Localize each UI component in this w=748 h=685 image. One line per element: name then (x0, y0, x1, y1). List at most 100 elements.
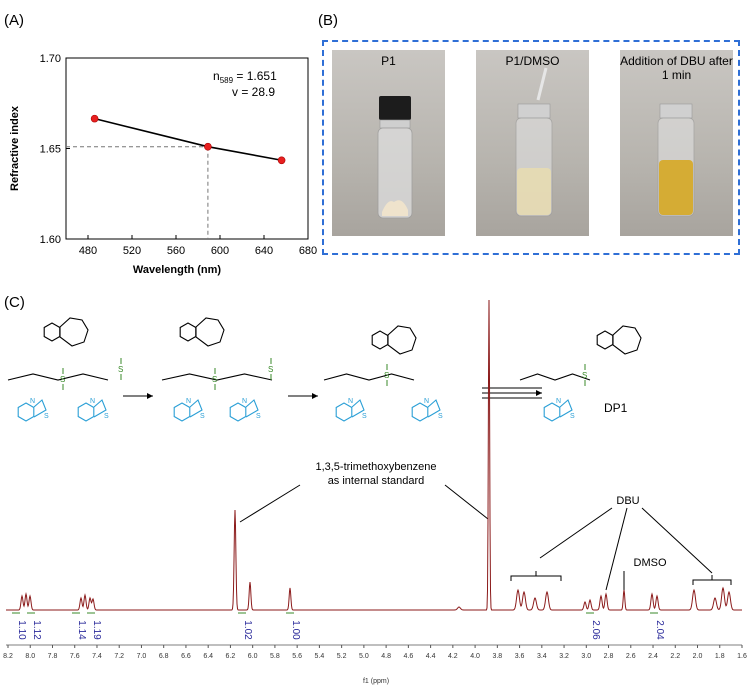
ppm-tick-label: 2.2 (670, 653, 680, 660)
polymer-backbone (7, 373, 109, 381)
sulfone-group: S (118, 365, 123, 374)
sulfone-group: S (384, 371, 389, 380)
thiazole-ring (559, 399, 573, 418)
ppm-tick-label: 3.2 (559, 653, 569, 660)
ppm-tick-label: 2.6 (626, 653, 636, 660)
ppm-tick-label: 4.0 (470, 653, 480, 660)
photo-dbu: Addition of DBU after 1 min (620, 50, 733, 236)
integral-value: 1.00 (290, 620, 301, 640)
abbe-number-annotation: v = 28.9 (232, 85, 275, 99)
ppm-tick-label: 4.6 (403, 653, 413, 660)
ppm-tick-label: 1.8 (715, 653, 725, 660)
ppm-tick-label: 5.8 (270, 653, 280, 660)
ppm-tick-label: 7.2 (114, 653, 124, 660)
thiazole-ring (93, 399, 107, 418)
nitrogen-atom: N (424, 398, 429, 405)
photo-p1: P1 (332, 50, 445, 236)
integral-value: 2.06 (590, 620, 601, 640)
integral-value: 1.14 (76, 620, 87, 640)
dbu-seven-ring (195, 317, 225, 347)
photo-label: Addition of DBU after 1 min (620, 54, 733, 82)
ppm-tick-label: 6.0 (248, 653, 258, 660)
x-tick-label: 560 (167, 245, 185, 257)
data-point (204, 142, 212, 151)
y-tick-label: 1.70 (40, 53, 61, 65)
ppm-tick-label: 8.2 (3, 653, 13, 660)
dbu-six-ring (596, 330, 614, 350)
y-tick-label: 1.65 (40, 144, 61, 156)
integral-value: 1.12 (31, 620, 42, 640)
photo-label: P1/DMSO (505, 54, 560, 68)
sulfone-group: S (582, 371, 587, 380)
sulfur-atom: S (256, 413, 261, 420)
series-line (94, 117, 282, 162)
x-tick-label: 600 (211, 245, 229, 257)
ppm-tick-label: 3.8 (492, 653, 502, 660)
dbu-six-ring (43, 322, 61, 342)
sulfur-atom: S (44, 413, 49, 420)
sulfur-atom: S (104, 413, 109, 420)
integral-value: 1.10 (16, 620, 27, 640)
integral-value: 1.19 (91, 620, 102, 640)
photo-label: P1 (381, 54, 396, 68)
nitrogen-atom: N (90, 398, 95, 405)
ppm-tick-label: 3.0 (581, 653, 591, 660)
ppm-tick-label: 2.0 (693, 653, 703, 660)
dbu-six-ring (179, 322, 197, 342)
nitrogen-atom: N (348, 398, 353, 405)
panel-label-b: (B) (318, 12, 338, 29)
ppm-tick-label: 4.4 (426, 653, 436, 660)
ppm-tick-label: 5.0 (359, 653, 369, 660)
vial-yellow-icon (657, 103, 695, 217)
annotation-lines (239, 484, 732, 591)
sulfur-atom: S (200, 413, 205, 420)
nitrogen-atom: N (186, 398, 191, 405)
photo-p1-dmso: P1/DMSO (476, 50, 589, 236)
nitrogen-atom: N (242, 398, 247, 405)
vial-capped-icon (377, 96, 413, 219)
integral-value: 2.04 (654, 620, 665, 640)
panel-label-c: (C) (4, 294, 25, 311)
polymer-backbone (161, 373, 273, 381)
y-axis-title: Refractive index (9, 105, 21, 191)
ppm-tick-label: 1.6 (737, 653, 747, 660)
thiazole-ring (189, 399, 203, 418)
ppm-tick-label: 2.8 (604, 653, 614, 660)
data-point (90, 114, 99, 123)
dbu-seven-ring (612, 325, 642, 355)
vial-open-icon (515, 67, 553, 217)
y-tick-label: 1.60 (40, 234, 61, 246)
product-label: DP1 (604, 401, 628, 415)
integral-labels: 1.10 1.12 1.14 1.19 1.02 1.00 2.06 2.04 (12, 612, 665, 640)
benzene-ring (411, 402, 429, 422)
standard-label-line1: 1,3,5-trimethoxybenzene (315, 461, 436, 473)
photo-panel: P1 P1/DMSO Addition of DBU after 1 min (322, 40, 740, 255)
sulfone-group: S (60, 375, 65, 384)
integral-value: 1.02 (242, 620, 253, 640)
ppm-tick-label: 2.4 (648, 653, 658, 660)
sulfur-atom: S (438, 413, 443, 420)
sulfur-atom: S (362, 413, 367, 420)
ppm-tick-label: 4.2 (448, 653, 458, 660)
dmso-label: DMSO (634, 557, 667, 569)
x-tick-label: 520 (123, 245, 141, 257)
data-point (277, 156, 286, 165)
nitrogen-atom: N (556, 398, 561, 405)
ppm-tick-label: 4.8 (381, 653, 391, 660)
thiazole-ring (351, 399, 365, 418)
benzene-ring (335, 402, 353, 422)
benzene-ring (77, 402, 95, 422)
nmr-spectrum-trace (6, 300, 742, 611)
ppm-tick-label: 6.2 (226, 653, 236, 660)
sulfone-group: S (268, 365, 273, 374)
ppm-tick-label: 6.4 (203, 653, 213, 660)
ppm-axis-label: f1 (ppm) (363, 678, 389, 685)
dbu-seven-ring (387, 325, 417, 355)
dbu-seven-ring (59, 317, 89, 347)
ppm-tick-label: 7.6 (70, 653, 80, 660)
polymer-backbone (519, 373, 591, 381)
n589-annotation: n589 = 1.651 (213, 69, 277, 85)
